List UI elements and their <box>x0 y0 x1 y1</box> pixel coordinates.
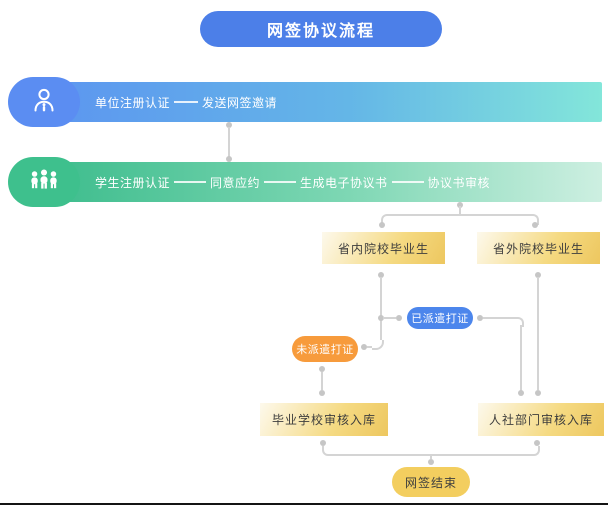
connector-dot <box>518 390 524 396</box>
connector-dot <box>534 440 540 446</box>
step-label: 生成电子协议书 <box>300 175 388 190</box>
person-icon <box>29 85 59 120</box>
connector-dot <box>535 272 541 278</box>
node-out-province-grad: 省外院校毕业生 <box>477 232 600 264</box>
student-lane-bar: 学生注册认证 同意应约 生成电子协议书 协议书审核 <box>40 162 602 202</box>
unit-lane-cap <box>8 77 80 127</box>
bottom-rule <box>0 503 608 505</box>
connector-dot <box>428 459 434 465</box>
page-title: 网签协议流程 <box>200 11 442 47</box>
connector-line <box>380 277 382 340</box>
connector-dot <box>320 440 326 446</box>
node-hr-dept-review: 人社部门审核入库 <box>478 403 604 436</box>
step-separator <box>264 181 297 183</box>
connector-dot <box>379 222 385 228</box>
step-label: 同意应约 <box>210 175 261 190</box>
node-dispatched-cert: 已派遣打证 <box>407 307 473 329</box>
step-label: 协议书审核 <box>427 175 491 190</box>
node-end: 网签结束 <box>392 467 470 497</box>
branch-connector <box>381 214 539 225</box>
connector-dot <box>457 202 463 208</box>
connector-line <box>383 317 396 319</box>
group-icon <box>27 166 61 198</box>
connector-corner <box>516 317 524 327</box>
connector-dot <box>226 122 232 128</box>
step-label: 单位注册认证 <box>95 95 171 110</box>
connector-line <box>228 127 230 157</box>
connector-corner <box>372 340 384 350</box>
step-separator <box>391 181 424 183</box>
connector-line <box>459 206 461 214</box>
node-undispatched-cert: 未派遣打证 <box>292 336 358 362</box>
student-lane-cap <box>8 157 80 207</box>
node-in-province-grad: 省内院校毕业生 <box>322 232 445 264</box>
node-school-review: 毕业学校审核入库 <box>260 403 388 436</box>
connector-dot <box>319 366 325 372</box>
unit-lane-steps: 单位注册认证 发送网签邀请 <box>95 82 277 122</box>
connector-dot <box>319 390 325 396</box>
connector-dot <box>477 315 483 321</box>
step-label: 发送网签邀请 <box>202 95 278 110</box>
connector-dot <box>535 390 541 396</box>
connector-line <box>483 317 516 319</box>
step-separator <box>174 101 199 103</box>
connector-dot <box>532 222 538 228</box>
connector-line <box>321 372 323 390</box>
step-label: 学生注册认证 <box>95 175 171 190</box>
connector-dot <box>378 315 384 321</box>
connector-dot <box>396 315 402 321</box>
connector-line <box>430 454 432 459</box>
connector-dot <box>226 156 232 162</box>
student-lane-steps: 学生注册认证 同意应约 生成电子协议书 协议书审核 <box>95 162 490 202</box>
connector-dot <box>378 272 384 278</box>
connector-line <box>537 277 539 390</box>
connector-dot <box>361 344 367 350</box>
connector-line <box>367 346 372 348</box>
connector-line <box>520 325 522 391</box>
step-separator <box>174 181 207 183</box>
unit-lane-bar: 单位注册认证 发送网签邀请 <box>40 82 602 122</box>
